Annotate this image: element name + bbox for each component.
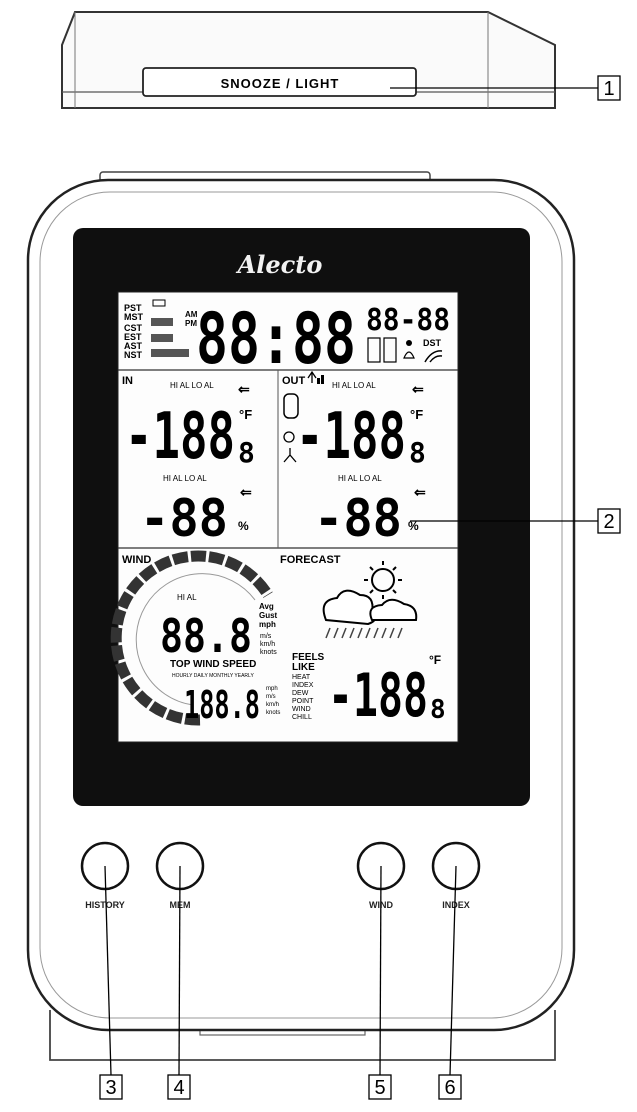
top-wind-speed-label: TOP WIND SPEED — [170, 659, 256, 670]
point-label: POINT — [292, 698, 314, 705]
bell-icon — [403, 351, 415, 359]
unit-ms: m/s — [260, 633, 272, 640]
wind-chill-label-2: CHILL — [292, 714, 312, 721]
outdoor-temp: -188 — [296, 400, 406, 474]
index-label: INDEX — [292, 682, 314, 689]
dew-label: DEW — [292, 690, 309, 697]
pm-label: PM — [185, 319, 197, 328]
am-label: AM — [185, 310, 198, 319]
callout-4: 4 — [173, 1077, 184, 1099]
callout-3: 3 — [105, 1077, 116, 1099]
brand-logo: Alecto — [236, 250, 323, 279]
status-icon — [151, 318, 173, 326]
weekday-icon — [383, 337, 397, 363]
outdoor-hum-hilo: HI AL LO AL — [338, 474, 382, 483]
wind-chill-label-1: WIND — [292, 706, 311, 713]
center-icons — [283, 393, 299, 463]
date-display: 88-88 — [366, 303, 450, 338]
outdoor-hum-trend-icon: ⇐ — [414, 484, 426, 500]
top-wind-value: 188.8 — [184, 683, 260, 727]
outdoor-label: OUT — [282, 375, 306, 387]
indoor-hum-unit: % — [238, 519, 249, 533]
time-row: PST MST CST EST AST NST AM PM 88:88 88-8… — [124, 298, 450, 380]
indoor-temp-unit: °F — [239, 407, 252, 422]
unit-mph: mph — [259, 620, 276, 629]
tz-est: EST — [124, 332, 142, 342]
top-unit-ms: m/s — [266, 694, 276, 700]
outdoor-temp-decimal: 8 — [409, 436, 426, 469]
callouts — [99, 75, 621, 1100]
wind-label: WIND — [122, 554, 151, 566]
forecast-section: FORECAST FEELS LIKE HEAT — [280, 554, 446, 731]
outdoor-humidity: -88 — [314, 489, 402, 549]
lcd-screen — [117, 291, 459, 743]
callout-2: 2 — [603, 511, 614, 533]
tz-mst: MST — [124, 312, 144, 322]
status-icon — [151, 334, 173, 342]
cloud-icon — [369, 598, 418, 621]
tz-pst: PST — [124, 303, 142, 313]
unit-avg: Avg — [259, 602, 274, 611]
alarm-icon — [406, 340, 412, 346]
wind-periods: HOURLY DAILY MONTHLY YEARLY — [172, 673, 254, 679]
tz-cst: CST — [124, 323, 143, 333]
callout-1: 1 — [603, 78, 614, 100]
history-label: HISTORY — [85, 900, 125, 910]
wind-direction-ring — [110, 550, 273, 726]
unit-gust: Gust — [259, 611, 278, 620]
callout-6: 6 — [444, 1077, 455, 1099]
hi-al-label: HI AL — [177, 593, 197, 602]
status-icon — [151, 349, 189, 357]
rain-icon — [325, 627, 403, 639]
outdoor-hilo: HI AL LO AL — [332, 381, 376, 390]
feels-label: FEELS — [292, 652, 325, 663]
indoor-temp-decimal: 8 — [238, 436, 255, 469]
compass-inner-ring — [135, 573, 256, 706]
snooze-light-label: SNOOZE / LIGHT — [221, 76, 340, 91]
callout-5: 5 — [374, 1077, 385, 1099]
unit-knots: knots — [260, 649, 277, 656]
like-label: LIKE — [292, 662, 315, 673]
indoor-label: IN — [122, 375, 133, 387]
wind-section: WIND HI AL 88.8 Avg Gust mph m/s km/h kn… — [110, 550, 280, 727]
top-view: SNOOZE / LIGHT — [61, 11, 556, 109]
outdoor-trend-icon: ⇐ — [412, 381, 424, 397]
sensor-icon — [283, 448, 297, 463]
indoor-hum-trend-icon: ⇐ — [240, 484, 252, 500]
outdoor-hum-unit: % — [408, 519, 419, 533]
wind-speed: 88.8 — [160, 609, 252, 663]
feels-like-unit: °F — [429, 653, 441, 667]
heat-label: HEAT — [292, 674, 311, 681]
antenna-icon — [307, 370, 317, 383]
tz-nst: NST — [124, 350, 143, 360]
channel-icon — [283, 393, 299, 419]
outdoor-section: OUT HI AL LO AL ⇐ -188 8 °F HI AL LO AL … — [282, 370, 426, 549]
clock-display: 88:88 — [196, 298, 356, 380]
indoor-humidity: -88 — [140, 489, 228, 549]
signal-icon — [424, 350, 443, 363]
indoor-temp: -188 — [125, 400, 235, 474]
indoor-section: IN HI AL LO AL ⇐ -188 8 °F HI AL LO AL ⇐… — [122, 375, 255, 549]
sun-icon — [364, 561, 402, 599]
battery-icon — [152, 299, 166, 307]
weekday-icon — [367, 337, 381, 363]
snooze-light-button[interactable] — [142, 67, 417, 97]
indoor-hilo: HI AL LO AL — [170, 381, 214, 390]
indoor-trend-icon: ⇐ — [238, 381, 250, 397]
forecast-label: FORECAST — [280, 554, 341, 566]
index-label: INDEX — [442, 900, 470, 910]
dst-label: DST — [423, 338, 442, 348]
feels-like-decimal: 8 — [430, 695, 446, 725]
top-unit-kmh: km/h — [266, 702, 279, 708]
unit-kmh: km/h — [260, 641, 275, 648]
indoor-hum-hilo: HI AL LO AL — [163, 474, 207, 483]
tz-ast: AST — [124, 341, 143, 351]
top-unit-knots: knots — [266, 710, 280, 716]
outdoor-temp-unit: °F — [410, 407, 423, 422]
top-unit-mph: mph — [266, 686, 278, 692]
feels-like-value: -188 — [328, 661, 428, 731]
